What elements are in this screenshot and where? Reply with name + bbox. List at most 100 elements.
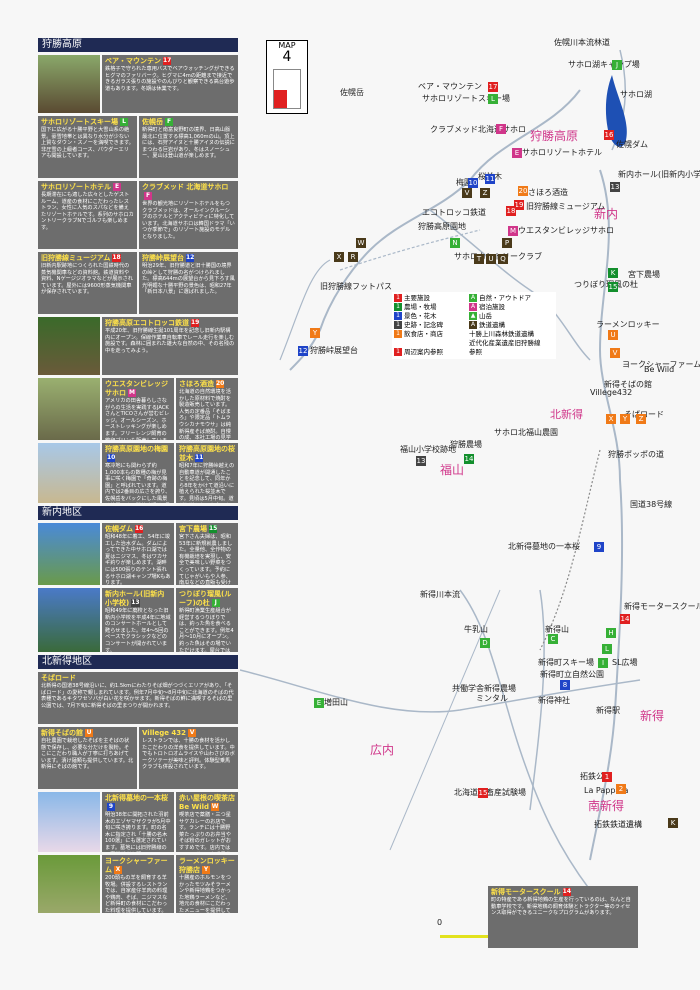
map-marker[interactable]: E [512, 148, 522, 158]
map-label-sahorodake: 佐幌岳 [340, 88, 364, 97]
card-body: 北新得の国道38号線沿いに、約1.5kmにわたりそば畑がつづくエリアがあり、「そ… [41, 683, 234, 709]
card-badge: X [114, 866, 122, 874]
map-marker[interactable]: Q [498, 254, 508, 264]
map-marker[interactable]: 15 [608, 282, 618, 292]
map-label-eco: エコトロッコ鉄道 [422, 208, 486, 217]
card-body: アメリカの田舎暮らしさながらの生活を実践するJACKさんとTICOさんが営むビレ… [105, 398, 170, 440]
map-marker[interactable]: 15 [478, 788, 488, 798]
map-marker[interactable]: X [606, 414, 616, 424]
map-marker[interactable]: K [668, 818, 678, 828]
map-label-chikusan: 北海道立畜産試験場 [454, 788, 526, 797]
map-label-shinto_soba: 新得そばの館 [604, 380, 652, 389]
card-badge: 19 [191, 319, 200, 327]
map-marker[interactable]: 19 [514, 200, 524, 210]
map-label-nyugyuyama: 牛乳山 [464, 625, 488, 634]
info-card: そばロード北新得の国道38号線沿いに、約1.5kmにわたりそば畑がつづくエリアが… [38, 672, 238, 724]
map-marker[interactable]: 11 [485, 174, 495, 184]
map-marker[interactable]: 12 [298, 346, 308, 356]
map-marker[interactable]: 13 [610, 182, 620, 192]
map-marker[interactable]: Z [480, 188, 490, 198]
map-marker[interactable]: 9 [594, 542, 604, 552]
map-marker[interactable]: 8 [560, 680, 570, 690]
legend-swatch: 1 [394, 348, 402, 356]
card-badge: 10 [107, 454, 116, 462]
map-marker[interactable]: 2 [616, 784, 626, 794]
map-marker[interactable]: 14 [620, 614, 630, 624]
map-marker[interactable]: P [502, 238, 512, 248]
legend-text: 景色・花木 [404, 312, 437, 320]
map-marker[interactable]: C [548, 634, 558, 644]
map-marker[interactable]: L [602, 644, 612, 654]
map-marker[interactable]: 1 [602, 772, 612, 782]
map-marker[interactable]: Y [620, 414, 630, 424]
legend-item: 十勝上川森林鉄道遺構 [469, 330, 544, 339]
map-label-mintaru: ミンタル [476, 694, 508, 703]
map-label-sahoro_shuzo: さほろ酒造 [528, 188, 568, 197]
card-body: 新得町と南富良野町の境界、日高山脈最北に位置する標高1,060mの山。頂上には、… [142, 127, 235, 160]
map-label-villege: Villege432 [590, 388, 633, 397]
map-label-kachi_farm: 狩勝農場 [450, 440, 482, 449]
map-marker[interactable]: V [610, 348, 620, 358]
legend-text: 鉄道遺構 [479, 321, 505, 329]
map-marker[interactable]: 10 [468, 178, 478, 188]
legend-swatch: ▲ [469, 312, 477, 320]
map-label-tenbodai: 狩勝峠展望台 [310, 346, 358, 355]
map-marker[interactable]: Y [310, 328, 320, 338]
map-marker[interactable]: F [496, 124, 506, 134]
legend-text: 自然・アウトドア [479, 294, 531, 302]
map-marker[interactable]: I [598, 658, 608, 668]
map-marker[interactable]: U [608, 330, 618, 340]
map-marker[interactable]: M [508, 226, 518, 236]
card-body: 十勝産のホルモンをつかったモツみそラーメンや新得地鶏をつかった地鶏ラーメンなど、… [179, 875, 231, 913]
map-marker[interactable]: H [606, 628, 616, 638]
map-label-ramen: ラーメンロッキー [596, 320, 660, 329]
map-marker[interactable]: E [314, 698, 324, 708]
map-marker[interactable]: J [612, 60, 622, 70]
card-body: 旧新内駅跡地につくられた国鉄時代の蒸気機関車などの資料館。鉄道資料や資料、Nゲー… [41, 263, 133, 296]
legend-swatch: 1 [394, 330, 402, 338]
map-marker[interactable]: W [356, 238, 366, 248]
map-marker[interactable]: T [474, 254, 484, 264]
map-marker[interactable]: 20 [518, 186, 528, 196]
map-label-umezono: 梅園 [456, 178, 472, 187]
map-marker[interactable]: D [480, 638, 490, 648]
card-badge: 11 [195, 454, 204, 462]
map-marker[interactable]: X [334, 252, 344, 262]
map-marker[interactable]: N [450, 238, 460, 248]
map-marker[interactable]: V [462, 188, 472, 198]
map-label-resort_hotel: サホロリゾートホテル [522, 148, 602, 157]
card-body: 世界の観光地にリゾートホテルをもつクラブメッドは、オールインクルーシブのホテルと… [142, 201, 235, 240]
map-marker[interactable]: K [608, 268, 618, 278]
photo [38, 443, 100, 503]
card-body: 平成20年、旧狩勝線生誕101周年を記念し旧新内駅構内にオープン。保線作業車自転… [105, 328, 235, 354]
map-marker[interactable]: 16 [604, 130, 614, 140]
map-marker[interactable]: L [488, 94, 498, 104]
map-marker[interactable]: U [486, 254, 496, 264]
card-title: クラブメッド 北海道サホロF [142, 183, 229, 200]
map-marker[interactable]: R [348, 252, 358, 262]
legend-text: 十勝上川森林鉄道遺構 [469, 330, 534, 338]
map-index-current [274, 90, 287, 108]
map-marker[interactable]: 18 [506, 206, 516, 216]
map-marker[interactable]: 13 [416, 456, 426, 466]
photo [38, 792, 100, 852]
map-marker[interactable]: 14 [464, 454, 474, 464]
legend-swatch: 1 [394, 321, 402, 329]
map-marker[interactable]: 17 [488, 82, 498, 92]
map-marker[interactable]: Z [636, 414, 646, 424]
